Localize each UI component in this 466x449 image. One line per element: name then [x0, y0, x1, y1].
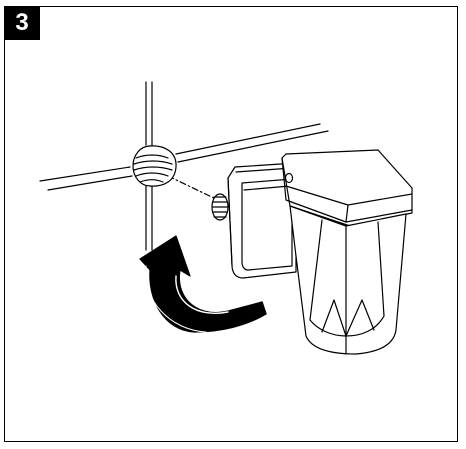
threaded-stud	[211, 193, 229, 221]
mounting-bracket	[227, 162, 297, 279]
step-number-badge: 3	[4, 6, 40, 40]
curved-arrow-icon	[139, 235, 267, 333]
wall-plug	[132, 145, 177, 187]
wall-grid-lines	[39, 81, 329, 251]
appliance-body	[289, 205, 407, 355]
